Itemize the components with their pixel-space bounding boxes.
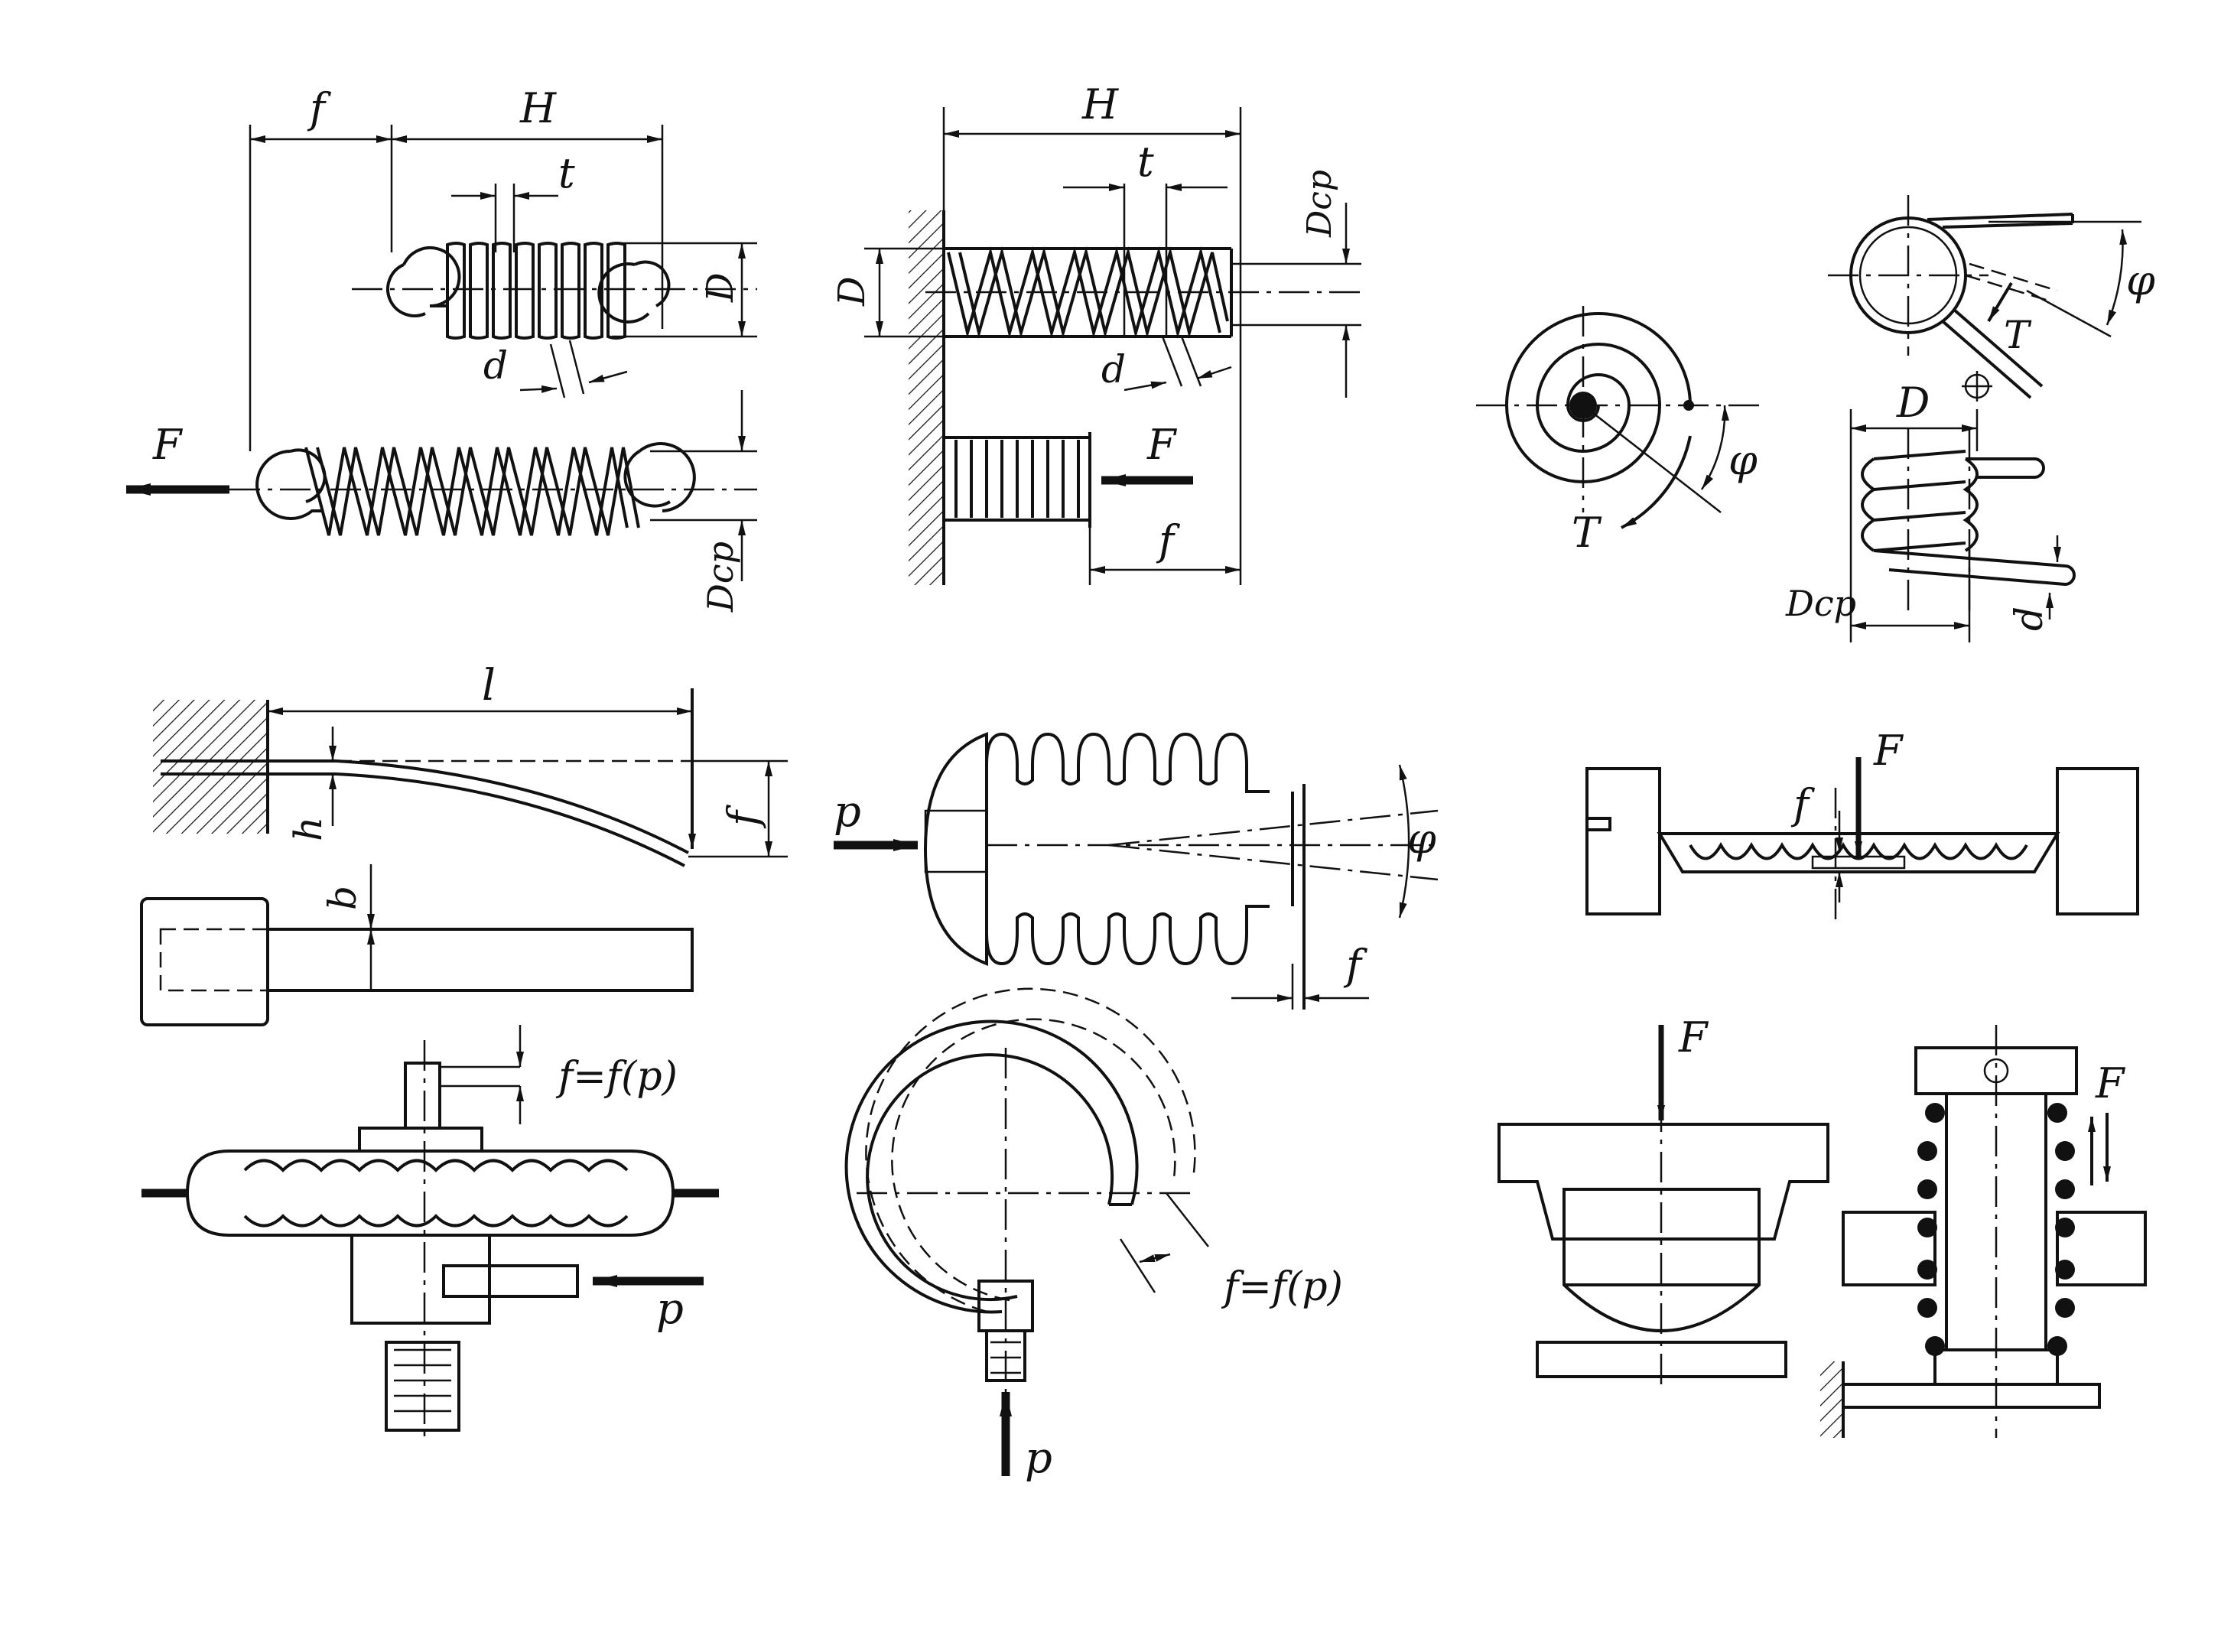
leaf-spring-figure: l h f b xyxy=(140,661,788,1026)
dim-label-f-of-p-bourdon: f=f(p) xyxy=(1221,1264,1343,1310)
upper-extension-coils xyxy=(352,242,757,340)
gauge-threaded-stem xyxy=(385,1341,460,1432)
diaphragm-figure: F f xyxy=(1585,727,2139,925)
gauge-body-hatch xyxy=(350,1234,491,1325)
torsion-spring-side-view: D Dср d xyxy=(1785,379,2076,642)
spiral-spring-figure: T φ xyxy=(1476,306,1759,557)
bourdon-deflected-outline xyxy=(865,987,1196,1313)
dim-label-t-compression: t xyxy=(1137,138,1154,186)
force-label-F-rubber: F xyxy=(1678,1013,1709,1062)
spring-coil-sections xyxy=(1917,1103,2075,1356)
dim-label-Dcp-left: Dср xyxy=(700,541,741,613)
dim-label-f-bellows: f xyxy=(1343,941,1367,989)
torsion-spring-figure: φ T D Dср d xyxy=(1785,195,2155,642)
free-compression-coils xyxy=(925,246,1361,339)
left-support-hatch xyxy=(1842,1211,1936,1286)
bellows-corrugation-top xyxy=(985,732,1270,793)
capsule-center-block xyxy=(358,1127,483,1153)
dim-label-f-of-p-capsule: f=f(p) xyxy=(555,1054,678,1100)
compression-spring-figure: H t D Dср d xyxy=(831,80,1361,585)
dim-label-D-compression: D xyxy=(831,277,873,307)
dim-label-D-top: D xyxy=(699,273,742,303)
dim-label-f: f xyxy=(307,84,331,132)
dim-label-Dcp-torsion: Dср xyxy=(1785,583,1856,624)
pressure-label-p-bourdon: p xyxy=(1025,1433,1052,1483)
spiral-strip xyxy=(1504,312,1692,483)
dim-label-Dcp-compression: Dср xyxy=(1300,170,1339,238)
dim-label-H: H xyxy=(519,84,557,132)
torque-label-T-spiral: T xyxy=(1572,509,1602,557)
torque-label-T-torsion: T xyxy=(2004,313,2032,357)
angle-label-phi-spiral: φ xyxy=(1728,436,1758,484)
dim-label-d-compression: d xyxy=(1101,347,1126,392)
rubber-block xyxy=(1562,1188,1761,1332)
dim-label-f-compression: f xyxy=(1156,516,1180,564)
dim-label-D-torsion: D xyxy=(1896,379,1930,427)
pressure-label-p-capsule: p xyxy=(656,1284,684,1334)
dim-label-b: b xyxy=(320,886,365,910)
capsule-outline xyxy=(185,1150,675,1237)
bellows-figure: φ p f xyxy=(834,732,1439,1010)
dim-label-d-top: d xyxy=(483,343,508,388)
angle-label-phi-torsion: φ xyxy=(2126,256,2155,304)
dim-label-d-torsion: d xyxy=(2007,606,2051,631)
right-support-hatch xyxy=(2056,1211,2147,1286)
dim-label-f-diaphragm: f xyxy=(1790,780,1815,828)
dim-label-H-compression: H xyxy=(1081,80,1119,128)
force-label-F-compression: F xyxy=(1146,421,1178,469)
base-bracket xyxy=(1842,1383,2101,1409)
dim-label-l: l xyxy=(482,661,496,711)
force-label-F-tension: F xyxy=(152,421,184,469)
angle-label-phi-bellows: φ xyxy=(1407,815,1436,863)
bourdon-tube-outer xyxy=(844,1019,1139,1314)
pressure-plate-hatch xyxy=(1497,1123,1829,1241)
force-label-F-stack: F xyxy=(2095,1059,2126,1107)
bourdon-tube-figure: p f=f(p) xyxy=(844,987,1343,1483)
lower-extension-coils xyxy=(229,442,757,536)
spring-stack-assembly-figure: F xyxy=(1820,1025,2147,1438)
dim-label-h: h xyxy=(286,817,330,841)
compressed-coils xyxy=(944,432,1091,528)
force-label-F-diaphragm: F xyxy=(1873,727,1904,775)
capsule-gauge-figure: p f=f(p) xyxy=(141,1025,719,1438)
bellows-corrugation-bottom xyxy=(985,905,1270,966)
leaf-plan-view xyxy=(266,928,694,992)
extension-spring-figure: f H t D xyxy=(126,84,757,613)
pressure-label-p-bellows: p xyxy=(834,787,861,837)
clamp-hatch xyxy=(153,700,268,834)
diaphragm-waves xyxy=(1689,841,2028,860)
left-housing-hatch xyxy=(1585,767,1661,915)
bellows-flange xyxy=(923,732,988,966)
dim-label-t: t xyxy=(558,149,575,197)
wall-hatch xyxy=(909,210,944,585)
rubber-block-figure: F xyxy=(1497,1013,1829,1384)
right-housing-hatch xyxy=(2056,767,2139,915)
dim-label-f-leaf: f xyxy=(719,805,767,829)
